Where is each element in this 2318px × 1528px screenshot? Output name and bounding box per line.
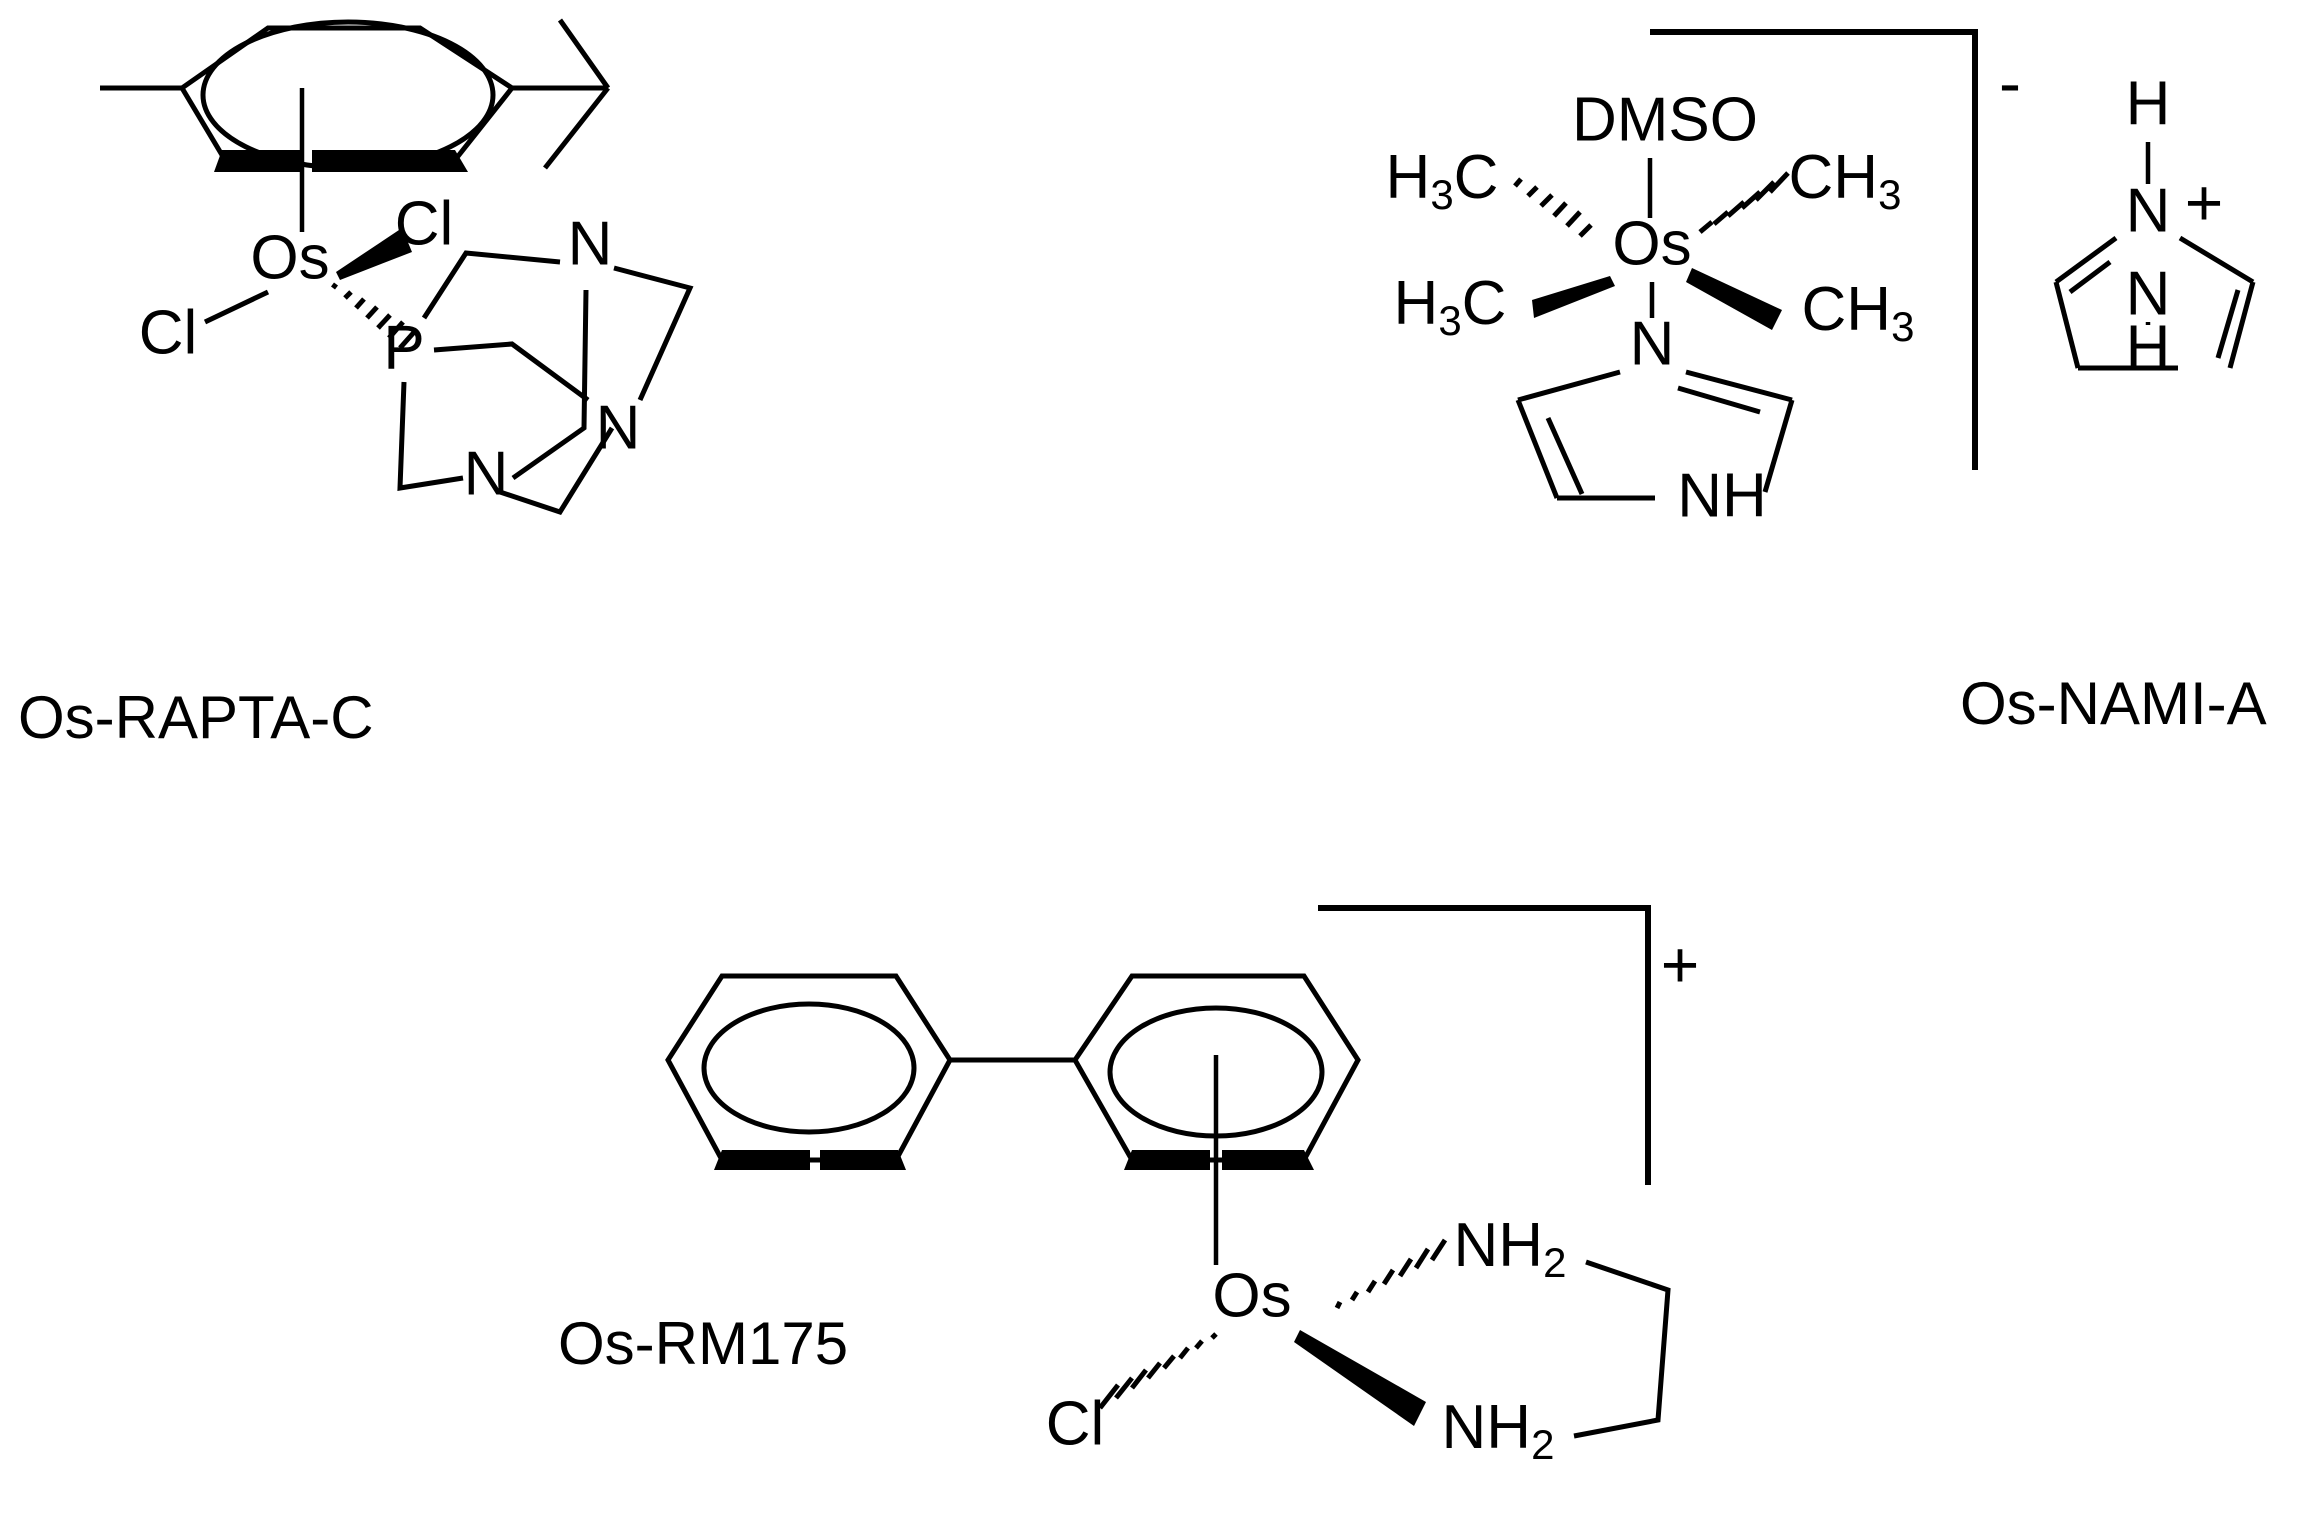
arene-bold-edge-left-rm175 [1124, 1150, 1210, 1170]
imidazolium-bond-n-c5 [2054, 235, 2118, 285]
methyl-lower-right: CH3 [1686, 268, 1914, 350]
os-methyl-ll-wedge-bond [1532, 276, 1615, 318]
arene-bold-edge-right-rm175 [1222, 1150, 1314, 1170]
os-cl-wedge-bond [336, 228, 412, 280]
imid-double-n-c2 [1677, 385, 1761, 415]
imid-bond-n-c5 [1517, 369, 1621, 403]
atom-label-h-imidazolium-top: H [2126, 69, 2171, 138]
atom-label-n-imidazolium-bottom: N [2126, 259, 2171, 328]
os-amine-lower: NH2 [1294, 1330, 1554, 1468]
anion-bracket [1650, 29, 1978, 470]
pta-cage: N N N [397, 209, 694, 515]
imidazolium-bond-c5-c4 [2053, 281, 2081, 369]
imidazolium-charge-plus: + [2185, 165, 2224, 239]
pta-bond-p-to-nbot [397, 381, 464, 491]
ethylenediamine-backbone [1573, 1259, 1671, 1439]
os-nh2-upper-hash-bond [1334, 1238, 1448, 1310]
imid-bond-c5-c4 [1515, 399, 1560, 499]
atom-label-nh2-upper: NH2 [1454, 1211, 1567, 1286]
cation-charge-plus: + [1661, 927, 1700, 1001]
os-p-hash-bond [331, 282, 418, 350]
isopropyl-group [512, 18, 611, 170]
os-methyl-ur-hash-bond [1698, 171, 1790, 234]
compound-label-os-rapta-c: Os-RAPTA-C [18, 684, 374, 751]
imid-bond-c2-c3 [1762, 399, 1795, 493]
pta-bond-p-to-nmid [433, 341, 590, 403]
arene-bond-upper [180, 25, 514, 91]
isopropyl-bond-3 [543, 86, 610, 170]
atom-label-os-nami: Os [1612, 209, 1691, 278]
pendant-phenyl-ring [665, 973, 953, 1170]
os-cl-hash-bond-rm175 [1098, 1332, 1218, 1410]
os-chloride-rm175: Cl [1046, 1332, 1218, 1458]
atom-label-ch3-upper: CH3 [1789, 143, 1902, 218]
os-cl-plain-bond [203, 289, 270, 325]
compound-label-os-rm175: Os-RM175 [558, 1310, 848, 1377]
imidazolium-bond-n-c2 [2178, 235, 2255, 285]
atom-label-cl-top: Cl [395, 189, 454, 258]
os-methyl-lr-wedge-bond [1686, 268, 1782, 330]
p-cymene-ring [179, 19, 514, 172]
isopropyl-bond-2 [557, 18, 611, 90]
imidazolium-double-c2-c3 [2215, 289, 2241, 359]
atom-label-dmso: DMSO [1572, 85, 1758, 154]
os-nh2-lower-wedge-bond [1294, 1330, 1426, 1426]
atom-label-n-pta-top: N [568, 209, 613, 278]
atom-label-n-imidazolium-top: N [2126, 176, 2171, 245]
anion-charge-minus: - [1999, 45, 2021, 119]
pta-bond-p-to-ntop [421, 250, 561, 320]
compound-os-rapta-c: Os Cl Cl P [18, 18, 694, 751]
imidazole-ligand: N NH [1515, 309, 1795, 530]
pta-bond-ntop-nbot [511, 289, 589, 481]
pta-bond-nmid-nbot [499, 426, 615, 515]
arene-bond-left-lower [179, 86, 228, 162]
phenyl-bold-edge-left [714, 1150, 810, 1170]
compound-label-os-nami-a: Os-NAMI-A [1960, 670, 2267, 737]
atom-label-n-pta-bottom: N [464, 439, 509, 508]
os-methyl-ul-hash-bond [1513, 177, 1593, 238]
arene-bold-edge-left [214, 150, 300, 172]
atom-label-os-rm175: Os [1212, 1261, 1291, 1330]
imidazolium-cation: H N + N H [2053, 69, 2256, 382]
atom-label-h-imidazolium-bottom: H [2126, 313, 2171, 382]
atom-label-nh2-lower: NH2 [1442, 1393, 1555, 1468]
atom-label-cl-left: Cl [139, 298, 198, 367]
os-amine-upper: NH2 [1334, 1211, 1567, 1310]
compound-os-rm175: + Os [558, 905, 1700, 1468]
atom-label-ch3-lower: CH3 [1802, 275, 1915, 350]
atom-label-h3c-lower: H3C [1394, 269, 1507, 344]
imid-double-c5-c4 [1545, 416, 1585, 496]
methyl-upper-right: CH3 [1698, 143, 1902, 234]
atom-label-os-rapta: Os [250, 223, 329, 292]
imid-bond-n-c2 [1685, 369, 1793, 403]
atom-label-h3c-upper: H3C [1386, 143, 1499, 218]
imidazolium-double-n-c5 [2068, 260, 2112, 294]
atom-label-nh-imidazole: NH [1677, 461, 1767, 530]
compound-os-nami-a: - DMSO Os H3C CH3 [1386, 29, 2267, 737]
methyl-upper-left: H3C [1386, 143, 1593, 238]
pta-bond-ntop-nmid [613, 265, 694, 402]
atom-label-cl-rm175: Cl [1046, 1389, 1105, 1458]
methyl-lower-left: H3C [1394, 269, 1615, 344]
aromatic-circle [200, 19, 496, 171]
atom-label-n-pta-mid: N [596, 393, 641, 462]
coordinated-arene-ring [1072, 973, 1361, 1170]
atom-label-n-imidazole: N [1630, 309, 1675, 378]
cation-bracket [1318, 905, 1651, 1185]
aromatic-circle-left [701, 1001, 917, 1135]
imidazolium-bond-c2-c3 [2227, 281, 2256, 369]
phenyl-bold-edge-right [820, 1150, 906, 1170]
atom-label-p: P [383, 313, 424, 382]
